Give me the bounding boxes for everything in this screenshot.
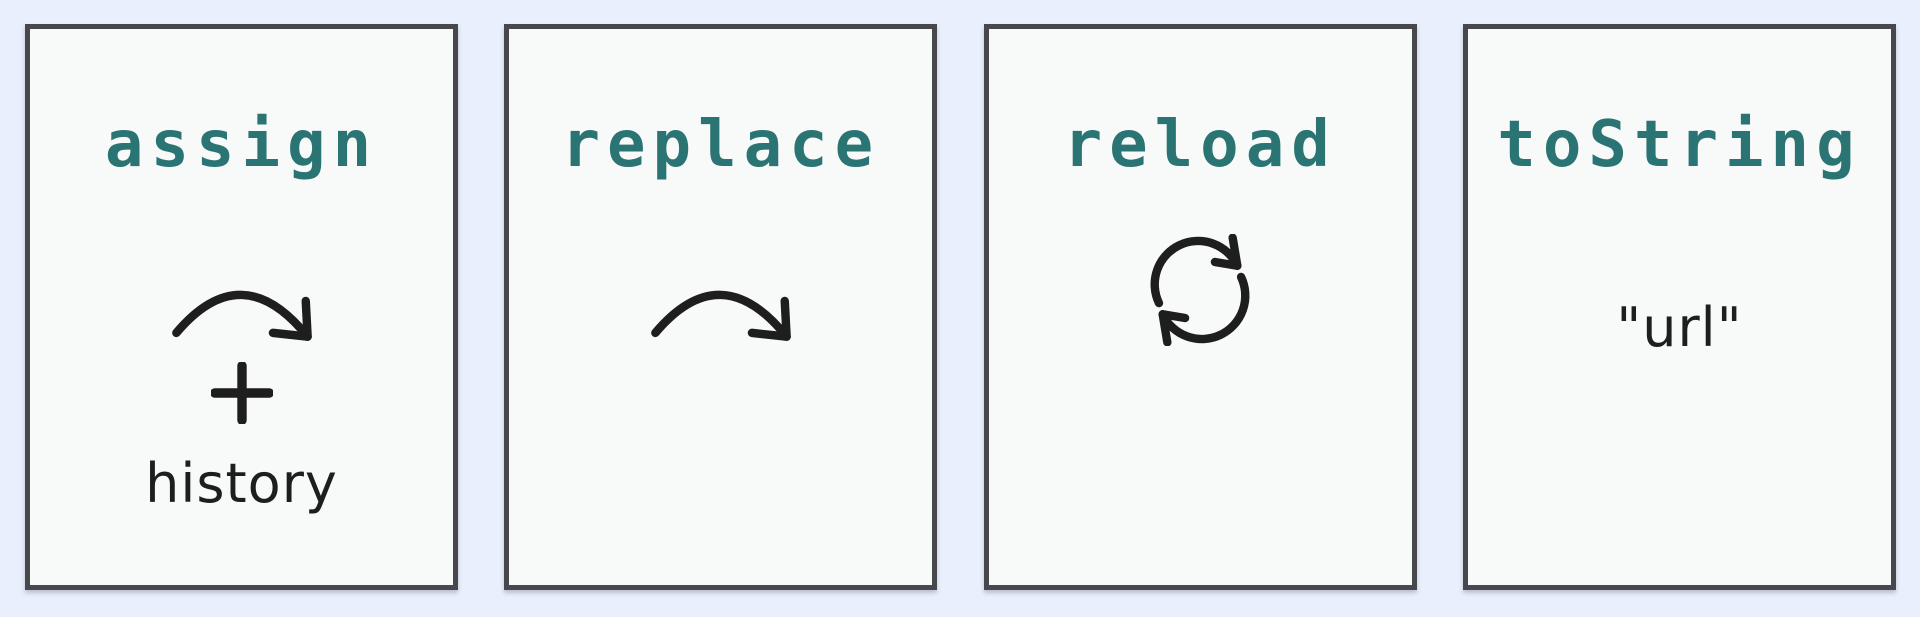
curved-arrow-icon [171, 290, 312, 341]
card-row: assign history replace reload toString " [25, 24, 1896, 590]
card-tostring: toString "url" [1462, 24, 1896, 590]
refresh-cycle-icon [1150, 234, 1250, 346]
card-title: reload [1063, 108, 1337, 182]
history-label: history [145, 452, 338, 515]
card-title: toString [1497, 108, 1862, 182]
card-title: assign [104, 108, 379, 182]
plus-icon [210, 362, 273, 424]
url-literal: "url" [1616, 296, 1743, 359]
card-title: replace [561, 108, 881, 182]
card-assign: assign history [25, 24, 458, 590]
card-reload: reload [983, 24, 1417, 590]
curved-arrow-icon [650, 290, 791, 341]
card-replace: replace [504, 24, 938, 590]
